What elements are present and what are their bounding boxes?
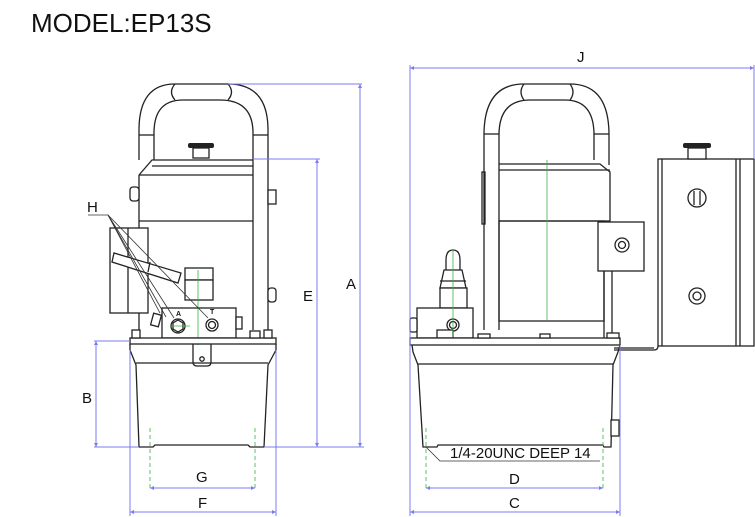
callout-h-label: H — [87, 199, 98, 216]
front-tank — [129, 329, 277, 490]
dim-a-label: A — [346, 276, 356, 293]
model-title: MODEL:EP13S — [31, 8, 212, 38]
port-label-t: T — [210, 309, 215, 316]
dim-b-label: B — [82, 390, 92, 407]
side-tank — [409, 332, 621, 490]
side-dimensions: J D C — [409, 49, 755, 516]
side-electrical-box — [614, 143, 755, 351]
dim-f-label: F — [198, 495, 207, 512]
side-filler-cap-icon — [683, 143, 711, 160]
side-motor-body — [481, 160, 645, 340]
drain-plug-icon — [688, 287, 706, 305]
callout-h: H — [87, 199, 209, 319]
dim-c-label: C — [509, 495, 520, 512]
front-valve-block: A T — [149, 270, 243, 345]
front-filler-cap-icon — [188, 143, 214, 159]
port-label-a: A — [176, 311, 181, 318]
dim-e-label: E — [303, 288, 313, 305]
side-valve — [409, 249, 474, 340]
dim-d-label: D — [509, 471, 520, 488]
front-motor-body — [129, 159, 277, 330]
thread-note: 1/4-20UNC DEEP 14 — [425, 445, 600, 462]
front-view: A T H — [82, 83, 364, 516]
vent-screw-icon — [687, 188, 707, 208]
front-handle — [138, 83, 269, 330]
front-dimensions: A E B G F — [82, 83, 364, 516]
dim-g-label: G — [196, 469, 208, 486]
front-valve-lever — [111, 252, 214, 301]
side-view: 1/4-20UNC DEEP 14 J D C — [409, 49, 755, 516]
side-port-icon — [614, 237, 630, 253]
dim-j-label: J — [577, 49, 585, 66]
thread-note-text: 1/4-20UNC DEEP 14 — [450, 445, 591, 462]
side-handle — [483, 83, 610, 330]
